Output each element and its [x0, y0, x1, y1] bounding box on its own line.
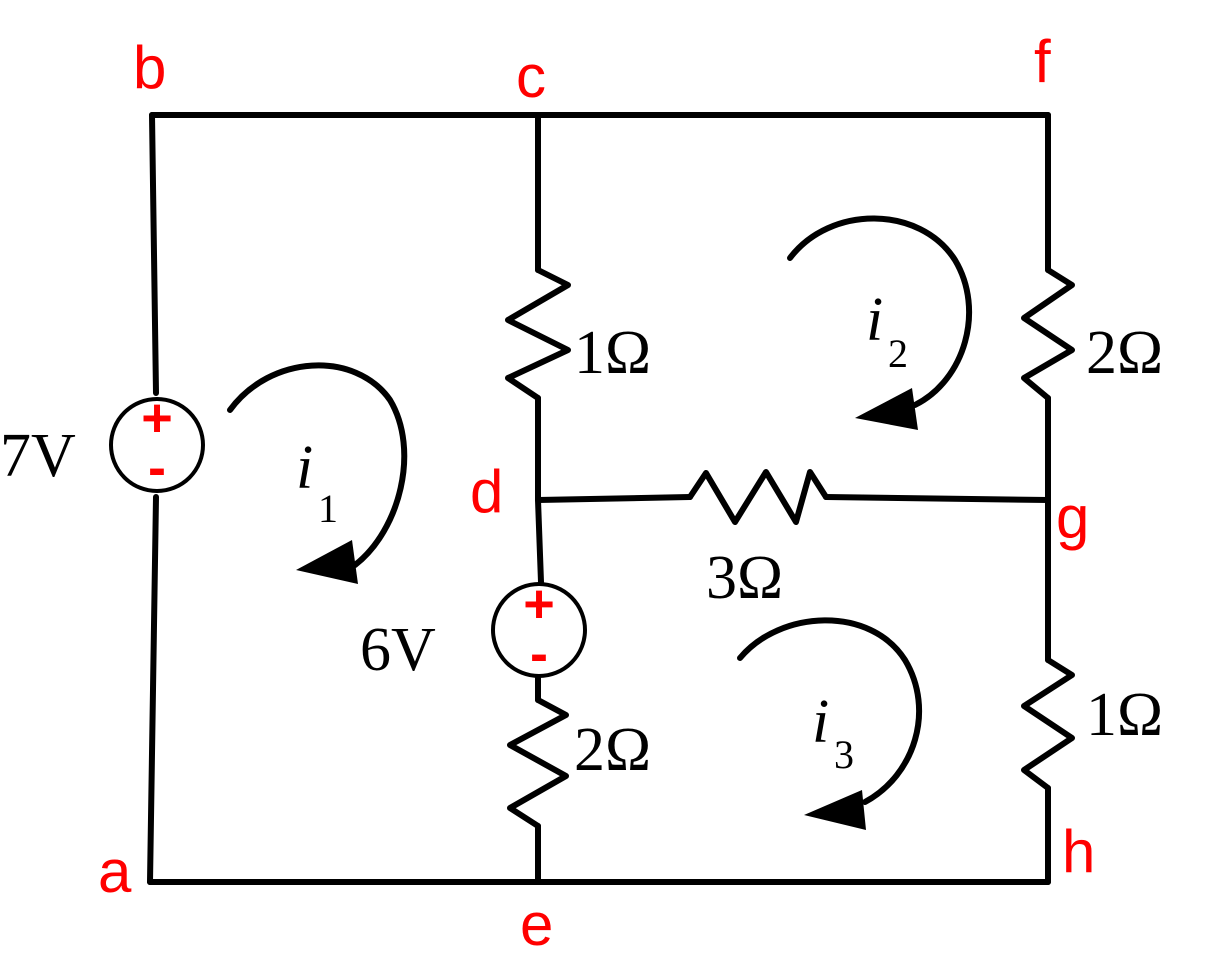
resistor-cd: [505, 267, 571, 401]
loop-current-i1-symbol: i: [296, 434, 313, 502]
node-label-h: h: [1062, 818, 1095, 885]
voltage-source-left: + -: [109, 388, 205, 498]
loop-arrow-i2: [787, 215, 972, 430]
loop-arrow-i1: [227, 362, 408, 584]
node-label-f: f: [1034, 28, 1051, 95]
loop-current-i3: i 3: [812, 688, 854, 777]
loop-current-i2: i 2: [866, 286, 908, 376]
node-label-e: e: [520, 891, 553, 958]
source-middle-minus: -: [530, 624, 548, 684]
arrowhead-i2: [855, 388, 918, 430]
loop-current-i1: i 1: [296, 434, 338, 531]
resistor-gh: [1021, 657, 1075, 791]
wire-3ohm-to-g: [823, 494, 1051, 503]
source-middle-plus: +: [523, 574, 555, 634]
voltage-source-middle: + -: [491, 574, 587, 684]
wire-d-to-3ohm: [535, 494, 693, 503]
resistor-dg-value: 3Ω: [706, 544, 783, 612]
loop-current-i2-symbol: i: [866, 286, 883, 354]
resistor-fg-value: 2Ω: [1086, 319, 1163, 387]
node-label-c: c: [516, 43, 546, 110]
loop-current-i1-subscript: 1: [318, 486, 338, 531]
resistor-de: [507, 697, 569, 829]
loop-current-i2-subscript: 2: [888, 331, 908, 376]
wire-left-lower: [147, 494, 159, 885]
resistor-gh-value: 1Ω: [1086, 681, 1163, 749]
node-label-a: a: [98, 838, 132, 905]
arrowhead-i1: [296, 540, 358, 584]
node-label-b: b: [133, 34, 166, 101]
wires: [147, 112, 1051, 885]
source-left-minus: -: [148, 438, 166, 498]
resistor-cd-value: 1Ω: [574, 319, 651, 387]
loop-current-i3-subscript: 3: [834, 732, 854, 777]
source-left-label: 7V: [0, 422, 76, 490]
node-label-d: d: [470, 458, 503, 525]
source-middle-label: 6V: [360, 616, 436, 684]
source-left-plus: +: [141, 388, 173, 448]
wire-left-upper: [149, 112, 159, 396]
loop-arrow-i3: [737, 617, 922, 830]
resistor-dg: [687, 469, 829, 525]
loop-current-i3-symbol: i: [812, 688, 829, 756]
resistor-de-value: 2Ω: [574, 716, 651, 784]
wire-d-to-source: [535, 497, 544, 585]
node-label-g: g: [1056, 484, 1089, 551]
resistor-fg: [1021, 267, 1075, 401]
arrowhead-i3: [804, 790, 866, 830]
